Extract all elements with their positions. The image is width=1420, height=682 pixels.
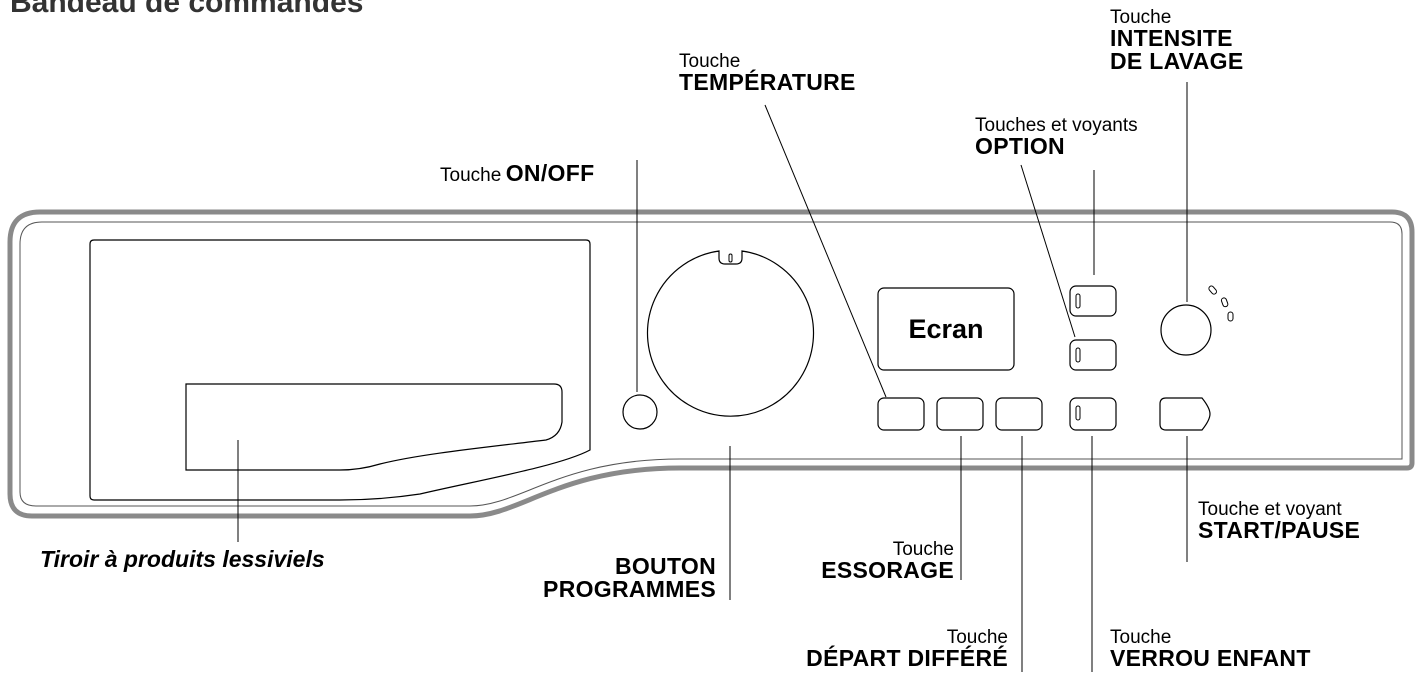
- label-option: Touches et voyants OPTION: [975, 116, 1138, 158]
- label-depart-line1: Touche: [946, 627, 1008, 648]
- intensity-led-1: [1208, 285, 1217, 295]
- option-led-1: [1075, 293, 1081, 309]
- label-start-pause-line2: START/PAUSE: [1198, 517, 1361, 543]
- program-dial[interactable]: [646, 250, 815, 417]
- panel-outline: [7, 209, 1415, 519]
- child-lock-led: [1075, 405, 1081, 421]
- label-depart-line2: DÉPART DIFFÉRÉ: [806, 645, 1008, 671]
- label-start-pause: Touche et voyant START/PAUSE: [1198, 500, 1360, 542]
- temperature-button[interactable]: [877, 397, 925, 431]
- option-led-2: [1075, 347, 1081, 363]
- label-drawer: Tiroir à produits lessiviels: [40, 546, 325, 572]
- label-intensite-line3: DE LAVAGE: [1110, 48, 1244, 74]
- label-verrou-line2: VERROU ENFANT: [1110, 645, 1311, 671]
- on-off-button[interactable]: [622, 394, 658, 430]
- panel-inner-line: [19, 221, 1403, 507]
- leader-option-1: [1020, 164, 1076, 338]
- program-dial-marker: [728, 253, 733, 263]
- label-temperature-line1: Touche: [679, 51, 741, 72]
- label-verrou-line1: Touche: [1110, 627, 1172, 648]
- label-programmes: BOUTON PROGRAMMES: [543, 555, 716, 601]
- drawer-handle[interactable]: [185, 383, 563, 471]
- delay-start-button[interactable]: [995, 397, 1043, 431]
- intensity-led-2: [1220, 297, 1229, 308]
- label-on-off: Touche ON/OFF: [440, 160, 595, 186]
- label-on-off-name: ON/OFF: [505, 160, 595, 186]
- label-programmes-line2: PROGRAMMES: [543, 576, 716, 602]
- label-verrou: Touche VERROU ENFANT: [1110, 628, 1311, 670]
- label-on-off-prefix: Touche: [440, 165, 502, 186]
- intensity-knob[interactable]: [1160, 304, 1212, 356]
- leader-lines: [237, 82, 1188, 672]
- label-temperature: Touche TEMPÉRATURE: [679, 52, 856, 94]
- intensity-led-3: [1227, 311, 1234, 322]
- label-essorage: Touche ESSORAGE: [821, 540, 954, 582]
- display-label: Ecran: [908, 313, 984, 344]
- label-essorage-line2: ESSORAGE: [821, 557, 954, 583]
- label-intensite-line2: INTENSITE: [1110, 25, 1233, 51]
- display-screen: [877, 287, 1015, 371]
- label-intensite: Touche INTENSITE DE LAVAGE: [1110, 8, 1243, 73]
- option-button-2[interactable]: [1069, 339, 1117, 371]
- label-intensite-line1: Touche: [1110, 7, 1172, 28]
- start-pause-button[interactable]: [1159, 397, 1211, 431]
- label-programmes-line1: BOUTON: [614, 553, 716, 579]
- label-start-pause-line1: Touche et voyant: [1198, 499, 1342, 520]
- spin-button[interactable]: [936, 397, 984, 431]
- label-essorage-line1: Touche: [892, 539, 954, 560]
- leader-temperature: [764, 104, 887, 398]
- label-depart: Touche DÉPART DIFFÉRÉ: [806, 628, 1008, 670]
- label-option-line2: OPTION: [975, 133, 1065, 159]
- option-button-1[interactable]: [1069, 285, 1117, 317]
- label-option-line1: Touches et voyants: [975, 115, 1138, 136]
- detergent-drawer[interactable]: [89, 239, 591, 501]
- label-temperature-line2: TEMPÉRATURE: [679, 69, 856, 95]
- child-lock-button[interactable]: [1069, 397, 1117, 431]
- diagram-title: Bandeau de commandes: [10, 0, 364, 19]
